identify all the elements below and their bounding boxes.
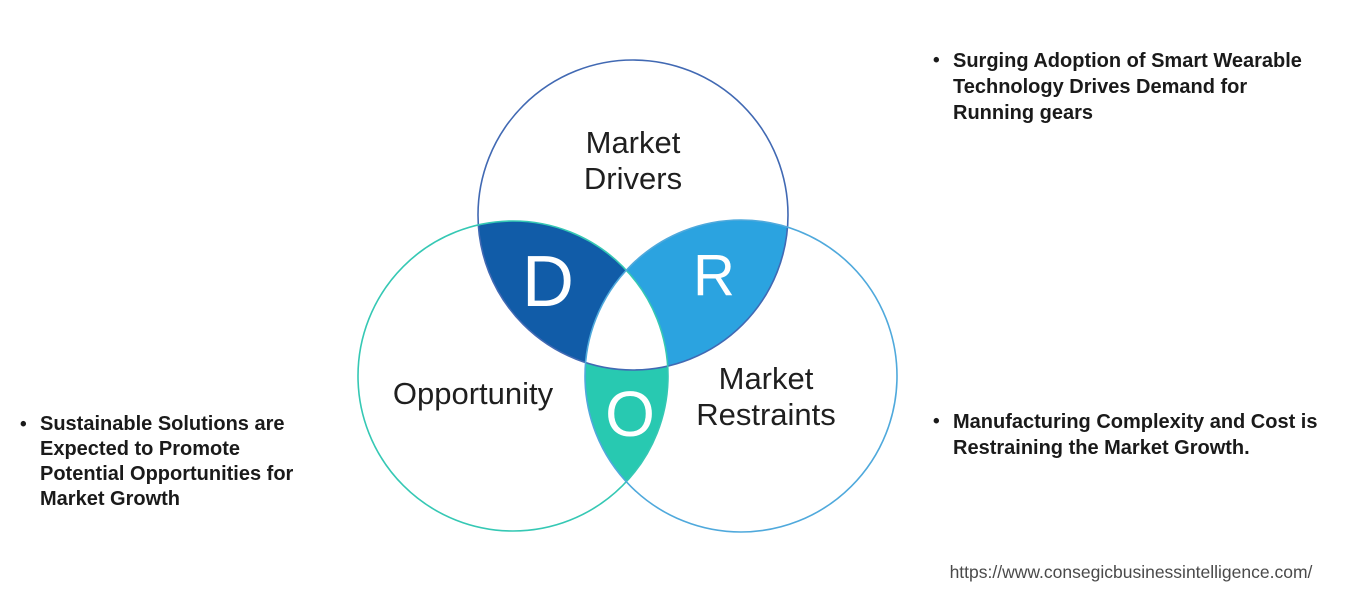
restraints-letter: R — [693, 243, 735, 308]
bullet-dot-icon: • — [933, 50, 940, 71]
bullet-dot-icon: • — [933, 411, 940, 432]
drivers-letter: D — [522, 242, 574, 322]
restraints-bullet-text: Manufacturing Complexity and Cost is Res… — [953, 411, 1318, 459]
drivers-overlap-region — [478, 221, 668, 370]
opportunity-circle-outline — [357, 220, 669, 532]
opportunity-bullet-item: • Sustainable Solutions are Expected to … — [12, 412, 342, 512]
drivers-bullet-text: Surging Adoption of Smart Wearable Techn… — [953, 50, 1302, 124]
restraints-circle-outline — [584, 219, 898, 533]
opportunity-letter: O — [605, 378, 655, 450]
source-url: https://www.consegicbusinessintelligence… — [949, 562, 1313, 582]
drivers-bullet-item: • Surging Adoption of Smart Wearable Tec… — [925, 48, 1345, 126]
opportunity-circle-label: Opportunity — [392, 376, 554, 411]
drivers-circle-outline — [477, 59, 789, 371]
bullet-dot-icon: • — [20, 414, 27, 435]
drivers-circle-label: Market Drivers — [583, 125, 683, 196]
restraints-overlap-region — [585, 220, 788, 370]
restraints-circle-label: Market Restraints — [696, 361, 836, 432]
restraints-bullet-item: • Manufacturing Complexity and Cost is R… — [925, 409, 1355, 461]
opportunity-bullet-text: Sustainable Solutions are Expected to Pr… — [40, 413, 294, 510]
